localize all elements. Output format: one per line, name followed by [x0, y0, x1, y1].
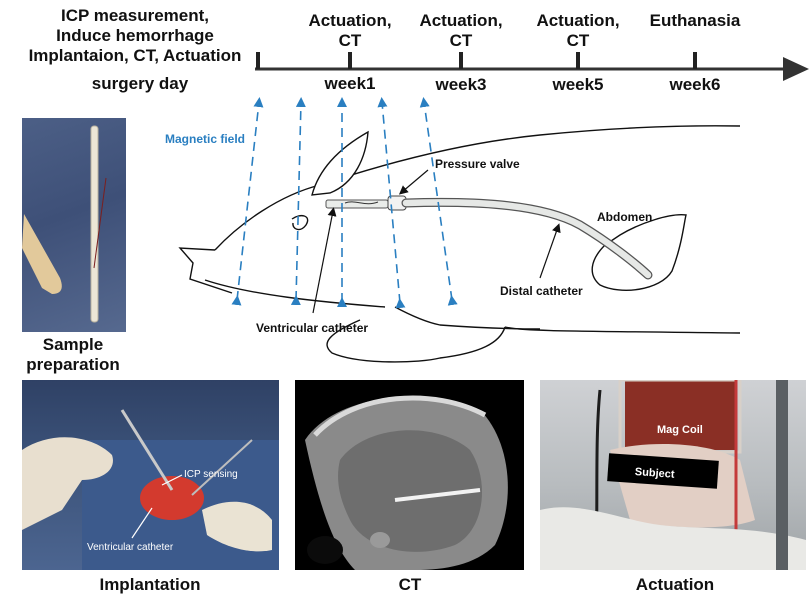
ct-catheter — [394, 488, 481, 502]
pressure-valve-label: Pressure valve — [435, 157, 520, 171]
event-week1-line-2: CT — [338, 31, 362, 50]
field-line-2 — [290, 97, 306, 306]
actuation-caption: Actuation — [635, 575, 715, 594]
timeline-tick-week5 — [576, 52, 580, 69]
sample-caption: Sample preparation — [8, 335, 138, 375]
event-week5-line-2: CT — [566, 31, 590, 50]
pig-leg-outline — [326, 319, 506, 363]
event-week1-line-1: Actuation, — [308, 11, 392, 30]
event-week1-label: week1 — [324, 74, 376, 93]
pig-eye — [291, 214, 309, 231]
pig-diagram: Magnetic field Pressure valve Abdomen Di… — [165, 97, 741, 363]
sample-catheter — [90, 125, 99, 323]
timeline-tick-surgery — [256, 52, 260, 69]
catheter-wire-detail — [344, 201, 379, 205]
timeline-tick-week1 — [348, 52, 352, 69]
instrument-1 — [120, 409, 174, 491]
instrument-2 — [191, 439, 253, 496]
timeline — [255, 52, 809, 81]
event-week3-line-1: Actuation, — [419, 11, 503, 30]
event-surgery-line-1: ICP measurement, — [60, 6, 210, 25]
event-week5-text: Actuation, CT — [518, 11, 638, 51]
implant-vc-label: Ventricular catheter — [87, 542, 174, 553]
event-week6-line-1: Euthanasia — [649, 11, 741, 30]
ct-brain — [338, 430, 482, 552]
pig-belly-outline — [504, 326, 741, 334]
gloved-hand-right — [202, 501, 272, 552]
subject-label: Subject — [634, 466, 675, 481]
pig-neck-outline — [394, 306, 541, 330]
event-surgery-line-2: Induce hemorrhage — [56, 26, 214, 45]
ct-dark-region — [307, 536, 343, 564]
field-line-5 — [419, 97, 458, 306]
sample-caption-line-2: preparation — [26, 355, 120, 374]
ventricular-catheter-shape — [325, 199, 389, 209]
event-week3-text: Actuation, CT — [401, 11, 521, 51]
mag-coil-label: Mag Coil — [657, 424, 703, 436]
pressure-valve-pointer — [398, 169, 429, 195]
implantation-photo: ICP sensing Ventricular catheter — [22, 380, 279, 570]
gloved-hand-left — [22, 437, 113, 530]
event-week6-text: Euthanasia — [630, 11, 760, 31]
event-week1-text: Actuation, CT — [290, 11, 410, 51]
event-surgery-text: ICP measurement, Induce hemorrhage Impla… — [16, 6, 254, 66]
ct-caption: CT — [398, 575, 422, 594]
icp-sensing-label: ICP sensing — [184, 469, 238, 480]
ventricular-catheter-label: Ventricular catheter — [256, 321, 368, 335]
pig-snout-outline — [178, 247, 233, 294]
timeline-tick-week3 — [459, 52, 463, 69]
event-week5-line-1: Actuation, — [536, 11, 620, 30]
sample-caption-line-1: Sample — [42, 335, 104, 354]
mag-coil — [625, 380, 735, 450]
pig-jaw-outline — [204, 279, 386, 308]
pig-ear — [311, 130, 369, 196]
field-line-4 — [377, 97, 406, 309]
icp-pointer — [161, 474, 183, 486]
field-line-1 — [231, 97, 264, 306]
metal-stand — [776, 380, 788, 570]
event-week6-label: week6 — [669, 75, 721, 94]
ct-image — [295, 380, 524, 570]
implantation-caption: Implantation — [99, 575, 201, 594]
magnetic-field-lines — [231, 97, 458, 309]
white-towel — [540, 507, 806, 570]
timeline-arrowhead — [783, 57, 809, 81]
abdomen-outline — [591, 214, 687, 291]
magnetic-field-label: Magnetic field — [165, 132, 245, 146]
ct-ventricle — [370, 532, 390, 548]
surgical-site — [140, 476, 204, 520]
event-surgery-label: surgery day — [91, 74, 189, 93]
sample-wire — [93, 177, 107, 269]
vc-pointer — [131, 507, 153, 539]
event-week3-label: week3 — [435, 75, 487, 94]
abdomen-label: Abdomen — [597, 210, 652, 224]
distal-catheter-pointer — [539, 223, 561, 279]
timeline-tick-week6 — [693, 52, 697, 69]
pig-back-outline — [214, 125, 741, 251]
distal-catheter-label: Distal catheter — [500, 284, 583, 298]
event-week3-line-2: CT — [449, 31, 473, 50]
ct-bone-rim — [313, 395, 487, 437]
sample-spatula — [22, 214, 62, 294]
sample-photo — [22, 118, 126, 332]
event-surgery-line-3: Implantaion, CT, Actuation — [28, 46, 242, 65]
ventricular-catheter-pointer — [312, 207, 337, 314]
actuation-photo: Mag Coil Subject — [540, 380, 806, 570]
event-week5-label: week5 — [552, 75, 604, 94]
subject-label-box — [607, 453, 719, 489]
